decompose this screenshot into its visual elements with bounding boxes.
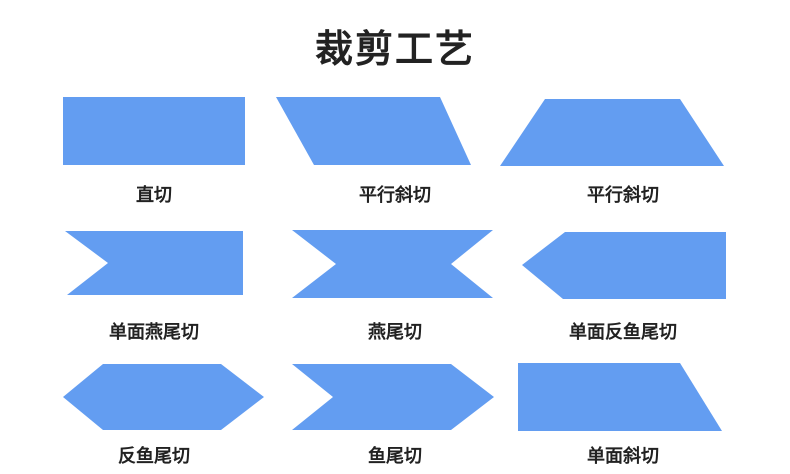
parallelogram-cut-shape — [276, 97, 471, 165]
double-swallowtail-cut-shape — [292, 230, 493, 298]
single-swallowtail-cut-shape — [65, 231, 243, 295]
reverse-fishtail-cut-shape — [63, 364, 264, 430]
label-single-reverse-fishtail-cut: 单面反鱼尾切 — [569, 322, 677, 343]
label-fishtail-cut: 鱼尾切 — [368, 446, 422, 467]
label-parallel-bevel-cut: 平行斜切 — [359, 185, 431, 206]
label-straight-cut: 直切 — [136, 185, 172, 206]
label-reverse-fishtail-cut: 反鱼尾切 — [118, 446, 190, 467]
label-parallel-bevel-cut-2: 平行斜切 — [587, 185, 659, 206]
rectangle-cut-shape — [63, 97, 245, 165]
label-swallowtail-cut: 燕尾切 — [368, 322, 422, 343]
trapezoid-cut-shape — [500, 99, 724, 166]
label-single-swallowtail-cut: 单面燕尾切 — [109, 322, 199, 343]
page-title: 裁剪工艺 — [314, 27, 475, 71]
single-reverse-fishtail-cut-shape — [522, 232, 726, 299]
label-single-side-bevel-cut: 单面斜切 — [587, 446, 659, 467]
single-side-bevel-cut-shape — [518, 363, 722, 431]
fishtail-cut-shape — [292, 364, 494, 430]
